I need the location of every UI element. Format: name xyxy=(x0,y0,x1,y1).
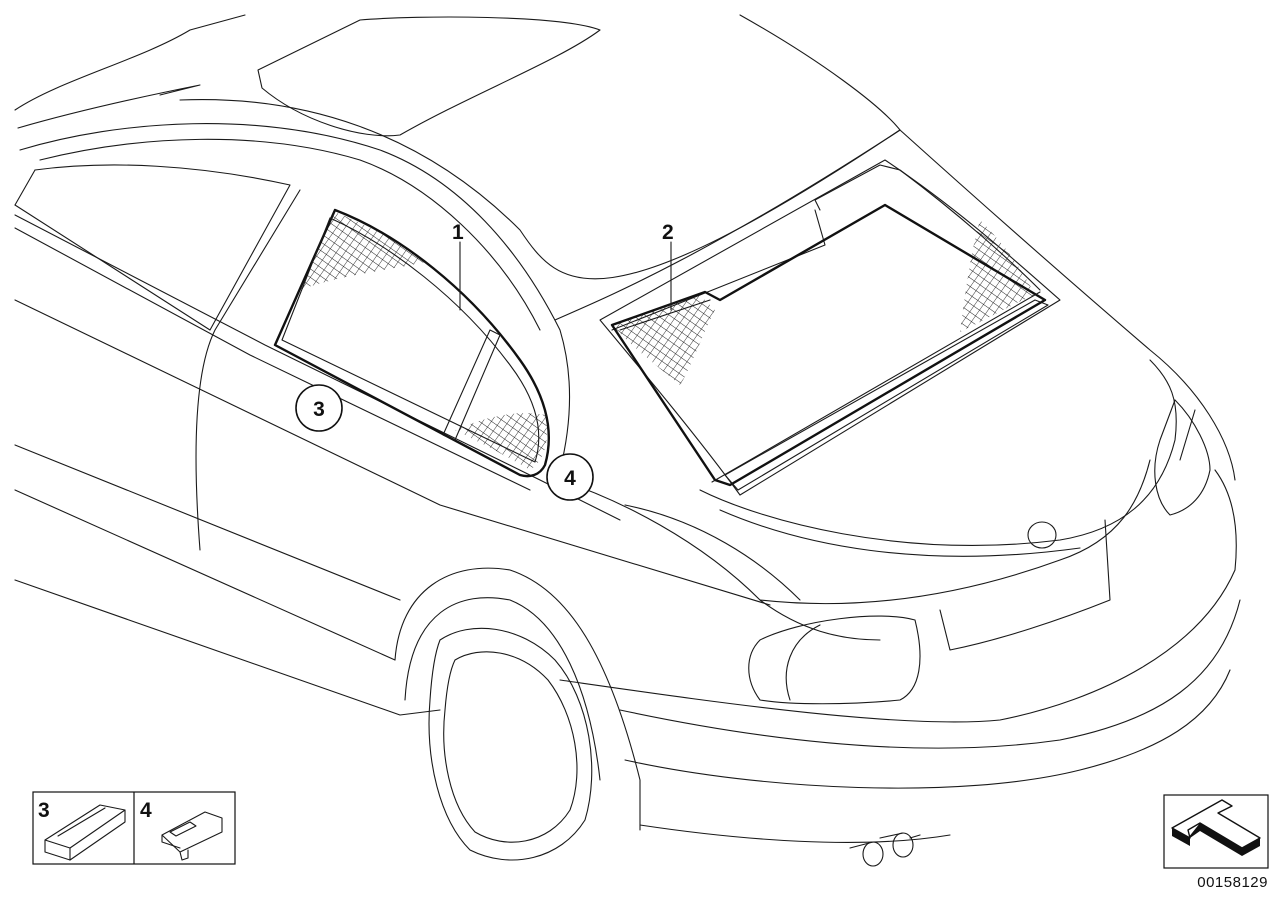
callout-3-label: 3 xyxy=(313,398,325,421)
orientation-arrow-box xyxy=(1163,794,1269,869)
car-body-outline xyxy=(14,14,1241,867)
callout-3: 3 xyxy=(295,384,343,432)
rear-window-sunblind xyxy=(610,203,1049,491)
clip-part-3-illustration xyxy=(44,804,126,861)
legend-label-3: 3 xyxy=(38,799,50,822)
legend-label-4: 4 xyxy=(140,799,152,822)
callout-4-label: 4 xyxy=(564,467,576,490)
callout-4: 4 xyxy=(546,453,594,501)
side-window-sunblind xyxy=(273,208,551,478)
part-label-1: 1 xyxy=(452,221,464,244)
clip-part-4-illustration xyxy=(161,811,223,861)
part-label-2: 2 xyxy=(662,221,674,244)
diagram-code: 00158129 xyxy=(1197,874,1268,891)
detail-legend-box: 3 4 xyxy=(32,791,236,865)
